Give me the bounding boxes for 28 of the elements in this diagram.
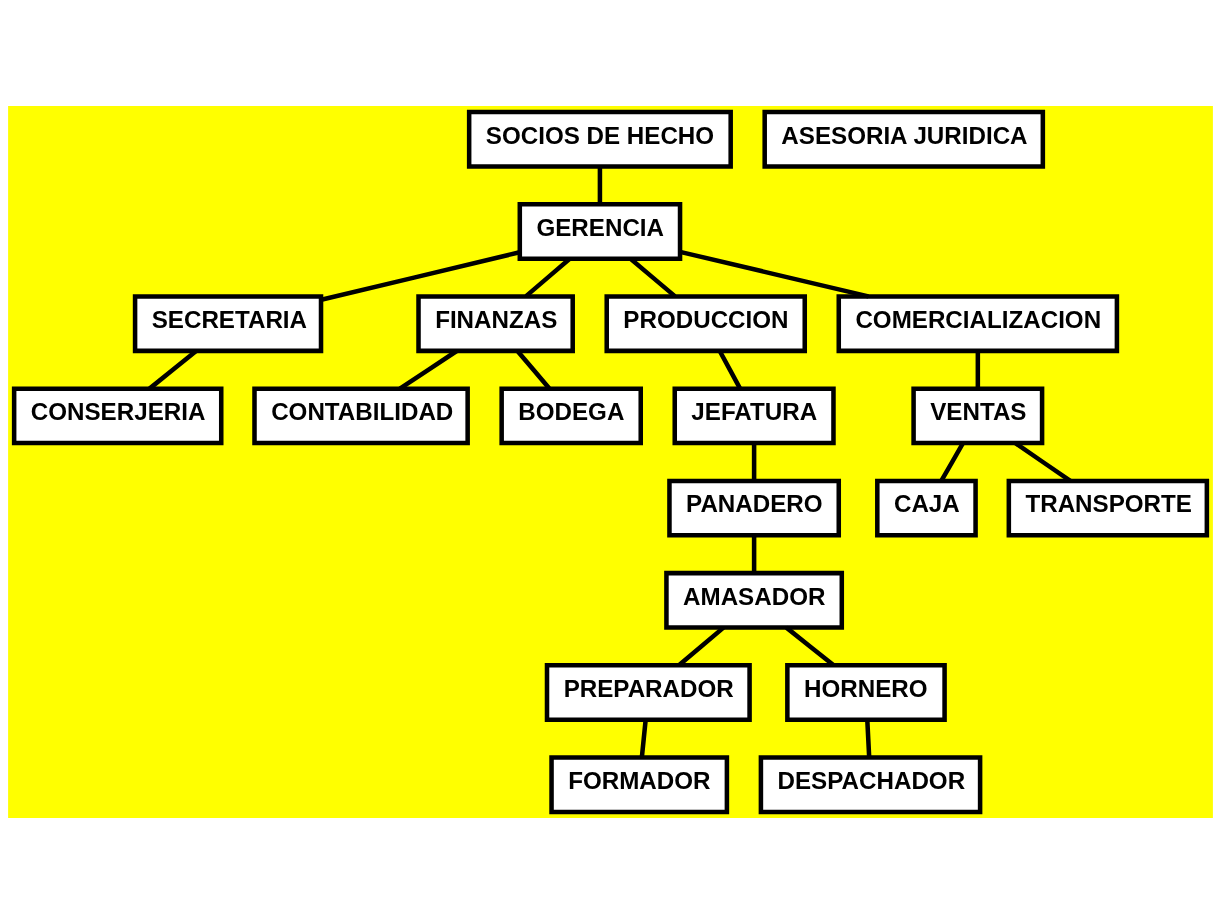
connector xyxy=(751,534,757,573)
node-box: ASESORIA JURIDICA xyxy=(762,109,1046,169)
connector xyxy=(865,719,872,757)
node-box: JEFATURA xyxy=(672,385,836,445)
node-box: CAJA xyxy=(875,478,978,538)
node-box: VENTAS xyxy=(911,385,1045,445)
node-box: PANADERO xyxy=(667,478,842,538)
node-box: COMERCIALIZACION xyxy=(836,293,1120,353)
connector xyxy=(639,719,648,757)
connector xyxy=(320,249,521,302)
node-box: SOCIOS DE HECHO xyxy=(466,109,733,169)
node-box: FINANZAS xyxy=(416,293,575,353)
node-box: GERENCIA xyxy=(517,201,683,261)
node-box: AMASADOR xyxy=(664,570,845,630)
node-box: PREPARADOR xyxy=(544,662,752,722)
node-box: DESPACHADOR xyxy=(758,754,983,814)
node-box: PRODUCCION xyxy=(604,293,807,353)
node-box: BODEGA xyxy=(499,385,643,445)
connector xyxy=(751,442,757,481)
node-box: CONTABILIDAD xyxy=(252,385,470,445)
node-box: CONSERJERIA xyxy=(11,385,224,445)
node-box: FORMADOR xyxy=(549,754,730,814)
connector xyxy=(679,249,869,299)
node-box: SECRETARIA xyxy=(132,293,324,353)
node-box: HORNERO xyxy=(785,662,947,722)
connector xyxy=(597,166,603,204)
connector xyxy=(975,350,981,388)
node-box: TRANSPORTE xyxy=(1006,478,1210,538)
